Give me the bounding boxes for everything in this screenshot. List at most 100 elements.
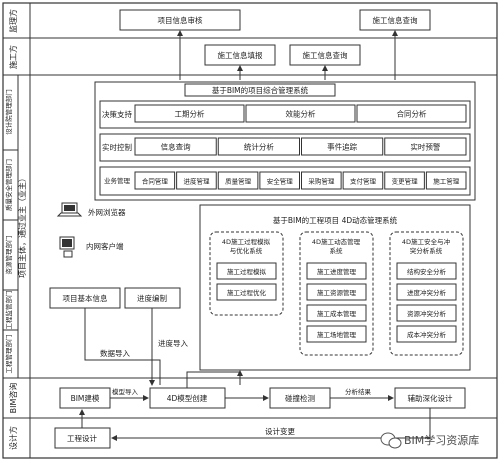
design-change-label: 设计变更: [265, 426, 295, 436]
business-management-item: 采购管理: [308, 177, 335, 186]
intranet-client-label: 内网客户端: [86, 241, 124, 251]
business-management-label: 业务管理: [104, 176, 131, 185]
decision-support-items: 工期分析 效能分析 合同分析: [134, 104, 467, 123]
business-management-item-box: [301, 171, 342, 190]
schedule-import-label: 进度导入: [158, 338, 188, 348]
realtime-control-item-box: [217, 137, 300, 156]
business-management-item-box: [425, 171, 467, 190]
realtime-control-item: 实时预警: [410, 142, 440, 152]
business-management-item: 进度管理: [183, 177, 210, 186]
system4d-col2-item-box: [306, 325, 367, 343]
system4d-col3-item-box: [396, 262, 457, 280]
realtime-control-item-box: [301, 137, 384, 156]
platform-title: 基于BIM的项目综合管理系统: [212, 85, 309, 95]
business-management-item: 变更管理: [392, 177, 419, 186]
realtime-control-label: 实时控制: [102, 142, 132, 152]
decision-support-item-box: [134, 104, 245, 123]
lane-quality-safety: 质量安全管理部门: [4, 159, 13, 211]
system4d-title: 基于BIM的工程项目 4D动态管理系统: [273, 215, 398, 225]
system4d-col2-item-box: [306, 283, 367, 301]
construction-report-text: 施工信息填报: [218, 50, 263, 60]
business-management-item-box: [176, 171, 217, 190]
collision-text: 碰撞检测: [285, 393, 315, 403]
system4d-col1-item-box: [216, 283, 277, 301]
connector: [84, 308, 145, 361]
lane-design: 设计方: [8, 426, 18, 450]
business-management-item: 质量管理: [225, 177, 252, 186]
data-import-label: 数据导入: [100, 348, 130, 358]
lane-supervision: 监理方: [8, 9, 18, 33]
system4d-col3-item: 成本冲突分析: [407, 330, 447, 339]
system4d-col3-item: 进度冲突分析: [407, 288, 447, 297]
analysis-result-label: 分析结果: [345, 387, 372, 396]
decision-support-item: 效能分析: [286, 109, 316, 119]
business-management-item: 安全管理: [267, 177, 294, 186]
business-management-item: 支付管理: [350, 177, 377, 186]
business-management-item-box: [342, 171, 384, 190]
platform-title-box: [184, 83, 336, 97]
desktop-icon: [59, 236, 75, 258]
realtime-control-item: 事件追踪: [327, 142, 357, 152]
system4d-col3-item: 结构安全分析: [407, 267, 447, 276]
connector: [186, 371, 241, 388]
system4d-col2-item: 施工资源管理: [317, 288, 357, 297]
model-4d-text: 4D模型创建: [167, 393, 208, 403]
business-management-items: 合同管理 进度管理 质量管理 安全管理 采购管理 支付管理 变更管理 施工管理: [134, 171, 467, 190]
connector: [145, 359, 161, 385]
system4d-col3-item-box: [396, 283, 457, 301]
arrow: [111, 408, 431, 441]
business-management-item: 合同管理: [142, 177, 169, 186]
system4d-col1-item-box: [216, 262, 277, 280]
project-info-text: 项目基本信息: [63, 293, 108, 303]
decision-support-label: 决策支持: [102, 109, 132, 119]
lane-engineering: 工程监管部门: [4, 291, 13, 330]
lane-construction: 施工方: [8, 45, 18, 69]
realtime-control-item-box: [134, 137, 217, 156]
decision-support-item-box: [356, 104, 467, 123]
realtime-control-item: 信息查询: [161, 142, 191, 152]
business-management-item-box: [259, 171, 300, 190]
system4d-col3-item-box: [396, 325, 457, 343]
decision-support-item-box: [245, 104, 356, 123]
decision-support-item: 工期分析: [175, 109, 205, 119]
lane-resource: 资源管理部门: [4, 236, 13, 275]
schedule-text: 进度编制: [137, 293, 167, 303]
realtime-control-item: 统计分析: [244, 142, 274, 152]
business-management-item-box: [134, 171, 176, 190]
model-import-label: 模型导入: [112, 387, 139, 396]
lane-design-institute: 设计院管理部门: [4, 89, 13, 135]
construction-query-top-text: 施工信息查询: [373, 15, 418, 25]
business-management-item-box: [384, 171, 425, 190]
web-browser-label: 外网浏览器: [88, 207, 126, 217]
lane-owner: 项目主体，通过业主（业主）: [17, 174, 27, 278]
system4d-col2-title: 4D施工动态管理系统: [312, 237, 361, 255]
realtime-control-items: 信息查询 统计分析 事件追踪 实时预警: [134, 137, 467, 156]
system4d-col3-title: 4D施工安全与冲突分析系统: [402, 237, 451, 255]
decision-support-item: 合同分析: [397, 109, 427, 119]
business-management-item-box: [217, 171, 259, 190]
system4d-col2-item-box: [306, 262, 367, 280]
lane-bim-consult: BIM咨询: [8, 383, 18, 414]
business-management-item: 施工管理: [433, 177, 460, 186]
construction-query-text: 施工信息查询: [303, 50, 348, 60]
laptop-icon: [56, 202, 83, 217]
wechat-icon: [380, 432, 402, 449]
system4d-col3-item-box: [396, 304, 457, 322]
system4d-col2-item-box: [306, 304, 367, 322]
system4d-col1-title: 4D施工过程模拟与优化系统: [222, 237, 271, 255]
lane-eng-mgmt: 工程管理部门: [4, 335, 13, 374]
system4d-col1-item: 施工过程模拟: [227, 267, 267, 276]
bim-model-text: BIM建模: [71, 393, 100, 403]
deepening-text: 辅助深化设计: [408, 393, 453, 403]
system4d-col2-item: 施工场地管理: [317, 330, 357, 339]
watermark: BIM学习资源库: [404, 433, 479, 447]
progress-audit-text: 项目信息审核: [158, 15, 203, 25]
engineering-design-text: 工程设计: [67, 433, 97, 443]
system4d-col2-item: 施工成本管理: [317, 309, 357, 318]
system4d-col3-item: 资源冲突分析: [407, 309, 447, 318]
